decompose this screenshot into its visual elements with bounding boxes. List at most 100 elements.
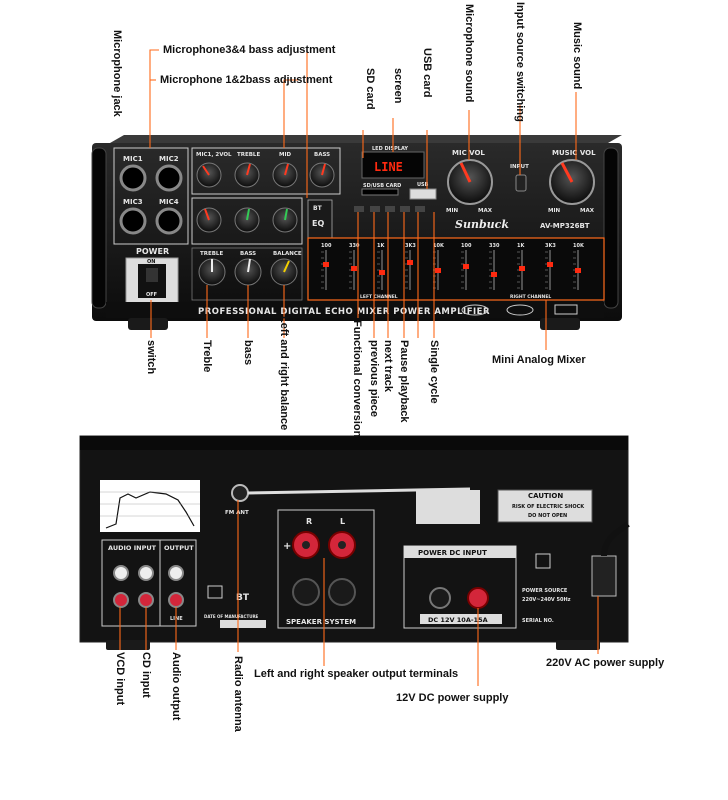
eq-freq-label: 100 <box>461 243 472 249</box>
eq-top-label-2: MID <box>279 152 292 158</box>
usb-text: USB <box>417 182 429 188</box>
eq-freq-label: 3K3 <box>405 243 416 249</box>
line-text: LINE <box>170 616 183 622</box>
callout-sd-card: SD card <box>364 68 376 110</box>
callout-mini-mixer: Mini Analog Mixer <box>492 354 586 366</box>
led-display-text: LED DISPLAY <box>372 146 408 152</box>
eq-freq-label: 3K3 <box>545 243 556 249</box>
eq-freq-label: 10K <box>433 243 445 249</box>
callout-speaker-terminals: Left and right speaker output terminals <box>254 668 459 680</box>
eq-freq-label: 10K <box>573 243 585 249</box>
callout-switch: switch <box>145 340 157 375</box>
caution-text: CAUTION <box>528 492 563 500</box>
callout-mic-jack: Microphone jack <box>111 30 123 117</box>
caution-line1-text: RISK OF ELECTRIC SHOCK <box>512 504 585 510</box>
callout-music-sound: Music sound <box>571 22 583 90</box>
eq-bottom-label-1: BASS <box>240 251 256 257</box>
power-text: POWER <box>136 247 169 256</box>
eq-slider-led <box>323 262 329 267</box>
ac-inlet <box>591 555 617 597</box>
mic-bass-box <box>191 147 341 195</box>
antenna-rod <box>247 487 471 495</box>
dc-spec-text: DC 12V 10A-15A <box>428 616 488 624</box>
speaker-terminals <box>292 531 356 606</box>
callout-pause: Pause playback <box>398 340 410 423</box>
callout-mic-sound: Microphone sound <box>463 4 475 103</box>
callout-prev-piece: previous piece <box>368 340 380 418</box>
led-screen <box>361 151 425 179</box>
callout-mic34-bass: Microphone3&4 bass adjustment <box>163 44 336 56</box>
media-buttons <box>354 206 425 212</box>
power-dc-text: POWER DC INPUT <box>418 549 487 557</box>
music-min-text: MIN <box>548 208 561 214</box>
output-text: OUTPUT <box>164 544 194 552</box>
mic4-text: MIC4 <box>159 198 179 206</box>
dc-positive-terminal <box>467 587 489 609</box>
caution-line2-text: DO NOT OPEN <box>528 513 567 519</box>
off-text: OFF <box>146 292 157 298</box>
eq-freq-label: 330 <box>349 243 360 249</box>
music-max-text: MAX <box>580 208 595 214</box>
bottom-knobs <box>198 258 298 286</box>
dc-negative-terminal <box>429 587 451 609</box>
callout-radio-antenna: Radio antenna <box>232 656 244 732</box>
eq-text: EQ <box>312 219 324 228</box>
right-channel-text: RIGHT CHANNEL <box>510 294 551 300</box>
sd-usb-text: SD/USB CARD <box>363 183 401 189</box>
callout-screen: screen <box>392 68 404 104</box>
callout-ac-supply: 220V AC power supply <box>546 657 665 669</box>
power-spec-text: 220V~240V 50Hz <box>522 597 571 603</box>
right-handle <box>603 147 619 309</box>
callout-next-track: next track <box>382 340 394 392</box>
callout-usb-card: USB card <box>421 48 433 98</box>
callout-input-switch: Input source switching <box>514 2 526 122</box>
on-text: ON <box>147 259 155 265</box>
mic-max-text: MAX <box>478 208 493 214</box>
speaker-system-text: SPEAKER SYSTEM <box>286 618 356 626</box>
eq-slider-led <box>575 268 581 273</box>
speaker-system-box <box>277 509 375 629</box>
eq-slider-led <box>407 260 413 265</box>
speaker-r-text: R <box>306 517 312 526</box>
date-text: DATE OF MANUFACTURE <box>204 614 259 619</box>
eq-slider-led <box>351 266 357 271</box>
eq-bottom-label-0: TREBLE <box>200 251 223 257</box>
callout-dc-supply: 12V DC power supply <box>396 692 509 704</box>
callout-vcd-input: VCD input <box>114 652 126 706</box>
left-channel-text: LEFT CHANNEL <box>360 294 398 300</box>
mic-jack-box <box>113 147 189 245</box>
callout-single-cycle: Single cycle <box>428 340 440 404</box>
callout-balance: Left and right balance <box>278 316 290 431</box>
eq-freq-label: 1K <box>377 243 385 249</box>
eq-slider-led <box>547 262 553 267</box>
mic2-text: MIC2 <box>159 155 179 163</box>
plus-text: + <box>283 541 291 552</box>
bt-text: BT <box>313 205 323 212</box>
music-vol-text: MUSIC VOL <box>552 149 596 157</box>
front-panel: MIC1 MIC2 MIC3 MIC4 POWER ON OFF MIC1, 2… <box>91 135 622 330</box>
speaker-l-text: L <box>340 517 345 526</box>
fm-antenna-jack <box>231 484 249 502</box>
eq-freq-label: 1K <box>517 243 525 249</box>
eq-slider-led <box>519 266 525 271</box>
eq-slider-led <box>463 264 469 269</box>
fm-ant-text: FM ANT <box>225 510 249 516</box>
model-text: AV-MP326BT <box>540 222 590 230</box>
eq-top-label-3: BASS <box>314 152 330 158</box>
audio-input-text: AUDIO INPUT <box>108 544 157 552</box>
callout-bass: bass <box>242 340 254 366</box>
eq-bottom-label-2: BALANCE <box>273 251 302 257</box>
mid-eq-knobs <box>196 207 298 233</box>
display-text: LINE <box>374 160 403 174</box>
callout-audio-output: Audio output <box>170 652 182 721</box>
eq-top-label-0: MIC1, 2VOL <box>196 152 232 158</box>
brand-text: Sunbuck <box>455 218 509 231</box>
bottom-strip-text: PROFESSIONAL DIGITAL ECHO MIXER POWER AM… <box>198 307 490 317</box>
eq-freq-label: 330 <box>489 243 500 249</box>
rca-block <box>101 539 197 627</box>
mic-jacks <box>119 164 183 235</box>
eq-slider-led <box>435 268 441 273</box>
mic34-box <box>191 197 303 245</box>
